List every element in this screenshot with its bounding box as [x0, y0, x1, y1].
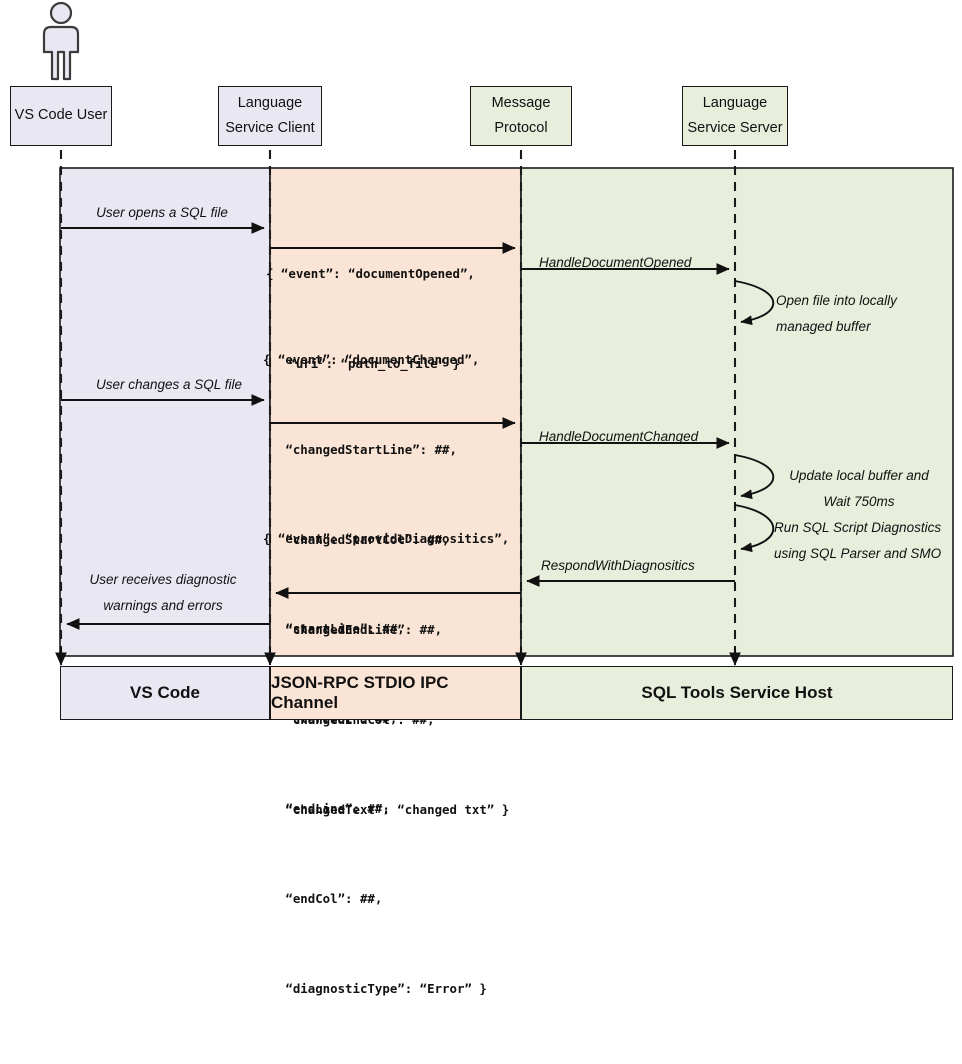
payload-document-changed-line-3: “changedEndLine”: ##,: [263, 622, 443, 638]
actor-body-icon: [42, 25, 80, 81]
footer-lane-vs-code-label: VS Code: [130, 683, 200, 702]
footer-lane-json-rpc[interactable]: JSON-RPC STDIO IPC Channel: [270, 666, 521, 720]
footer-lane-sql-tools[interactable]: SQL Tools Service Host: [521, 666, 953, 720]
label-msg-respond-diagnostics-line1: RespondWithDiagnositics: [541, 558, 695, 573]
participant-language-service-client-line1: Language: [237, 94, 303, 111]
self-call-loops: [734, 280, 775, 553]
lane-sql-tools-band: [520, 167, 954, 657]
participant-vs-code-user[interactable]: VS Code User: [10, 86, 112, 146]
payload-provide-diagnostics: { “event”: “provideDiagnositics”, “start…: [263, 464, 509, 1064]
participant-language-service-server-line2: Service Server: [687, 120, 783, 136]
participant-language-service-client-line2: Service Client: [225, 120, 315, 136]
label-msg-user-changes: User changes a SQL file: [96, 372, 242, 398]
label-self-run-diagnostics-line1: Run SQL Script Diagnostics: [774, 520, 942, 535]
label-msg-respond-diagnostics: RespondWithDiagnositics: [541, 553, 695, 579]
label-self-update-buffer-line2: Wait 750ms: [823, 494, 895, 510]
diagram-canvas: VS Code User Language Service Client Mes…: [10, 1, 954, 996]
footer-lane-vs-code[interactable]: VS Code: [60, 666, 270, 720]
lane-json-rpc-band: [269, 167, 522, 657]
lane-vs-code-band: [59, 167, 271, 657]
label-self-update-buffer-line1: Update local buffer and: [789, 468, 929, 483]
label-self-open-file-line1: Open file into locally: [776, 293, 897, 308]
payload-provide-diagnostics-line-4: “endCol”: ##,: [263, 891, 383, 907]
payload-document-opened: { “event”: “documentOpened”, “uri”: “pat…: [266, 199, 475, 439]
label-self-open-file: Open file into locally managed buffer: [776, 288, 897, 341]
payload-document-changed-line-0: { “event”: “documentChanged”,: [263, 352, 480, 368]
label-msg-user-receives: User receives diagnostic warnings and er…: [89, 567, 236, 620]
label-msg-handle-doc-changed-line1: HandleDocumentChanged: [539, 429, 699, 444]
label-msg-user-changes-line1: User changes a SQL file: [95, 377, 243, 392]
lane-backgrounds: [59, 167, 954, 657]
payload-document-opened-line-0: { “event”: “documentOpened”,: [266, 266, 475, 282]
payload-document-changed-line-2: “changedStartCol”: ##,: [263, 532, 450, 548]
label-msg-user-receives-line1: User receives diagnostic: [89, 572, 237, 587]
loop-self-run-diagnostics: [734, 504, 775, 553]
label-self-open-file-line2: managed buffer: [776, 319, 871, 335]
label-msg-user-opens-line1: User opens a SQL file: [96, 205, 228, 220]
footer-drop-arrows: [55, 648, 741, 666]
payload-provide-diagnostics-line-1: “startLine”: ##,: [263, 621, 405, 637]
footer-lane-json-rpc-label: JSON-RPC STDIO IPC Channel: [271, 673, 449, 712]
participant-language-service-client[interactable]: Language Service Client: [218, 86, 322, 146]
loop-self-update-buffer: [734, 454, 775, 500]
label-msg-user-receives-line2: warnings and errors: [103, 598, 223, 614]
payload-document-changed-line-1: “changedStartLine”: ##,: [263, 442, 457, 458]
label-self-update-buffer: Update local buffer and Wait 750ms: [776, 463, 942, 516]
payload-provide-diagnostics-line-5: “diagnosticType”: “Error” }: [263, 981, 487, 997]
sequence-diagram-svg: [42, 1, 954, 666]
participant-message-protocol[interactable]: Message Protocol: [470, 86, 572, 146]
label-msg-handle-doc-changed: HandleDocumentChanged: [539, 424, 698, 450]
payload-provide-diagnostics-line-0: { “event”: “provideDiagnositics”,: [263, 531, 510, 547]
label-self-run-diagnostics-line2: using SQL Parser and SMO: [774, 546, 942, 562]
payload-provide-diagnostics-line-3: “endLine”: ##,: [263, 801, 390, 817]
loop-self-open-file: [734, 280, 775, 326]
label-msg-handle-doc-opened-line1: HandleDocumentOpened: [539, 255, 692, 270]
participant-message-protocol-line1: Message: [491, 94, 551, 111]
footer-lane-sql-tools-label: SQL Tools Service Host: [641, 683, 833, 702]
label-msg-handle-doc-opened: HandleDocumentOpened: [539, 250, 691, 276]
label-self-run-diagnostics: Run SQL Script Diagnostics using SQL Par…: [774, 515, 941, 568]
label-msg-user-opens: User opens a SQL file: [96, 200, 228, 226]
lifelines: [59, 150, 737, 660]
participant-vs-code-user-label: VS Code User: [14, 107, 108, 124]
participant-language-service-server[interactable]: Language Service Server: [682, 86, 788, 146]
vs-code-user-actor-figure: [42, 1, 80, 81]
participant-language-service-server-line1: Language: [702, 94, 768, 111]
actor-head-icon: [49, 1, 73, 25]
payload-document-opened-line-1: “uri”: “path_to_file” }: [266, 356, 460, 372]
participant-message-protocol-line2: Protocol: [494, 120, 548, 136]
message-arrows: [61, 222, 735, 630]
